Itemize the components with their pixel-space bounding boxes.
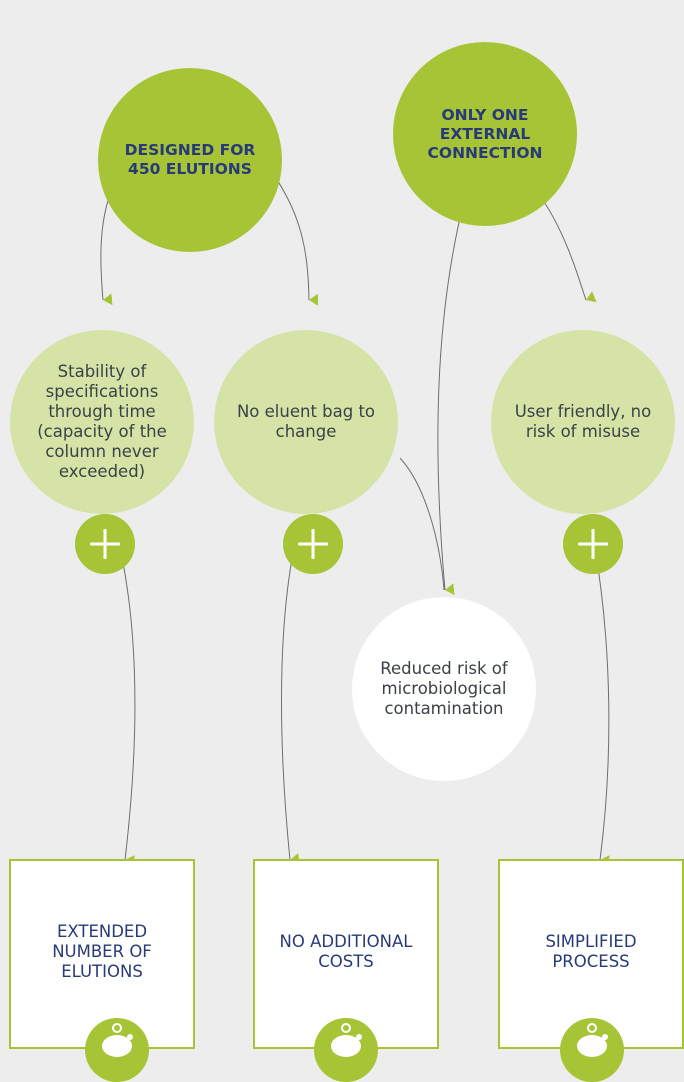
no-additional-costs-box: NO ADDITIONAL COSTS: [253, 859, 439, 1049]
user-friendly-node: User friendly, no risk of misuse: [491, 330, 675, 514]
stability-label: Stability of specifications through time…: [37, 362, 167, 481]
extended-number-box: EXTENDED NUMBER OF ELUTIONS: [9, 859, 195, 1049]
piggy-bank-icon: [314, 1018, 378, 1082]
extended-number-label: EXTENDED NUMBER OF ELUTIONS: [52, 922, 152, 981]
piggy-bank-icon: [85, 1018, 149, 1082]
simplified-process-label: SIMPLIFIED PROCESS: [545, 932, 637, 971]
plus-icon: [75, 514, 135, 574]
connector-eluent-to-nocosts: [281, 547, 300, 866]
plus-icon: [283, 514, 343, 574]
piggy-bank-icon: [560, 1018, 624, 1082]
no-eluent-bag-label: No eluent bag to change: [236, 402, 376, 441]
reduced-risk-label: Reduced risk of microbiological contamin…: [380, 659, 508, 718]
plus-icon: [563, 514, 623, 574]
only-one-external-connection-node: ONLY ONE EXTERNAL CONNECTION: [393, 42, 577, 226]
stability-node: Stability of specifications through time…: [10, 330, 194, 514]
connector-eluent-to-contamination: [399, 457, 445, 591]
designed-for-450-elutions-node: DESIGNED FOR 450 ELUTIONS: [98, 68, 282, 252]
only-one-external-connection-label: ONLY ONE EXTERNAL CONNECTION: [427, 105, 543, 162]
user-friendly-label: User friendly, no risk of misuse: [514, 402, 652, 441]
designed-for-450-elutions-label: DESIGNED FOR 450 ELUTIONS: [124, 141, 256, 178]
connector-userfriendly-to-simplified: [594, 547, 610, 868]
connector-stability-to-extended: [119, 547, 136, 868]
connector-connection-to-userfriendly: [539, 195, 597, 303]
no-additional-costs-label: NO ADDITIONAL COSTS: [279, 932, 413, 971]
connector-connection-to-contamination: [437, 204, 464, 596]
reduced-risk-node: Reduced risk of microbiological contamin…: [352, 597, 536, 781]
no-eluent-bag-node: No eluent bag to change: [214, 330, 398, 514]
